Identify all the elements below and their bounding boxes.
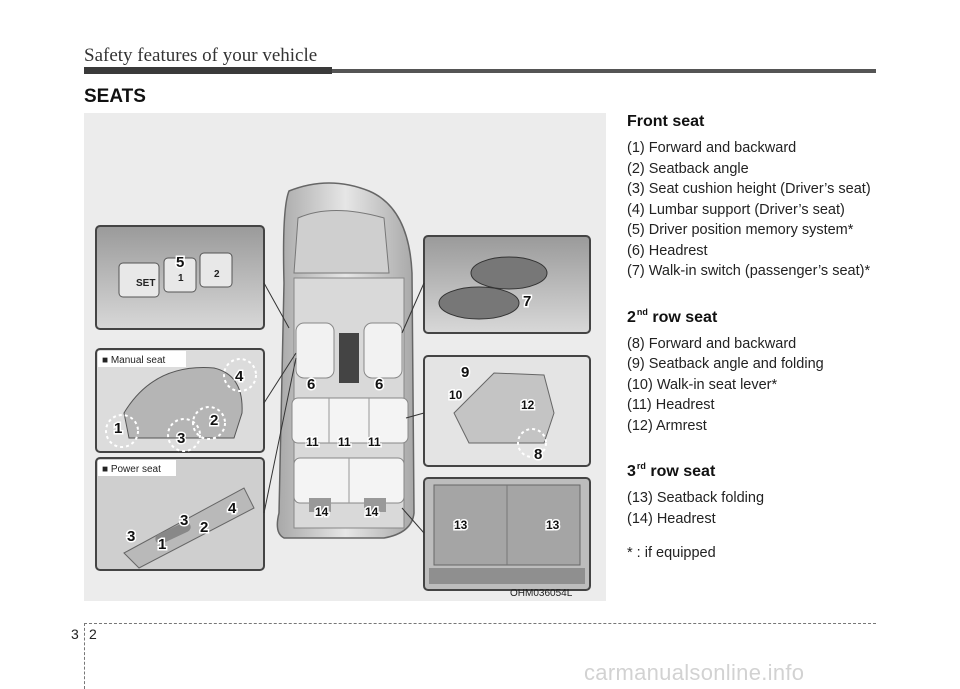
callout-5: 5 (176, 254, 184, 271)
seat-adjustments-list: Front seat (1) Forward and backward (2) … (627, 112, 927, 561)
car-top-view (276, 182, 415, 539)
list-item: (9) Seatback angle and folding (627, 356, 824, 372)
callout-12: 12 (521, 398, 535, 412)
power-seat-label: ■ Power seat (102, 464, 161, 475)
figure-code: OHM036054L (510, 588, 573, 599)
list-item: (3) Seat cushion height (Driver’s seat) (627, 181, 871, 197)
header-rule (84, 69, 876, 73)
callout-4-power: 4 (228, 500, 237, 517)
list-item: (10) Walk-in seat lever* (627, 376, 778, 393)
memory-2-label: 2 (214, 269, 220, 280)
watermark: carmanualsonline.info (584, 660, 805, 685)
seats-illustration: SET 1 2 ■ Manual seat ■ Power (84, 113, 606, 601)
power-seat-panel: ■ Power seat (95, 457, 265, 571)
second-row-heading: 2nd row seat (627, 302, 927, 328)
front-seat-items: (1) Forward and backward (2) Seatback an… (627, 138, 927, 282)
callout-11-c: 11 (368, 435, 381, 449)
third-row-items: (13) Seatback folding (14) Headrest (627, 488, 927, 529)
list-item: (12) Armrest (627, 417, 707, 434)
third-row-title: row seat (645, 463, 716, 480)
callout-13-b: 13 (546, 518, 560, 532)
memory-switch-panel: SET 1 2 (95, 225, 265, 330)
list-item: (2) Seatback angle (627, 160, 749, 177)
header-title: Safety features of your vehicle (84, 45, 318, 66)
callout-6-left: 6 (307, 376, 315, 393)
list-item: (4) Lumbar support (Driver’s seat) (627, 201, 845, 218)
second-row-number: 2 (627, 308, 636, 326)
list-item: (1) Forward and backward (627, 140, 797, 156)
footer-rule (84, 623, 876, 624)
list-item: (11) Headrest (627, 397, 715, 413)
list-item: (6) Headrest (627, 242, 708, 259)
list-item: (5) Driver position memory system* (627, 222, 854, 238)
header-rule-accent (84, 67, 332, 74)
list-item: (8) Forward and backward (627, 335, 797, 352)
callout-1-power: 1 (158, 536, 166, 553)
callout-3-power: 3 (180, 512, 188, 529)
footnote: * : if equipped (627, 545, 716, 561)
callout-4: 4 (235, 368, 244, 385)
callout-14-b: 14 (365, 505, 379, 519)
page-number: 2 (89, 626, 97, 642)
second-row-suffix: nd (636, 306, 648, 317)
callout-8: 8 (534, 446, 542, 463)
second-row-title: row seat (647, 308, 718, 326)
callout-11-b: 11 (338, 435, 351, 449)
list-item: (13) Seatback folding (627, 490, 765, 506)
second-row-seat-panel (423, 355, 591, 467)
set-label: SET (136, 278, 155, 289)
callout-3b-power: 3 (127, 528, 135, 545)
callout-7: 7 (523, 293, 531, 310)
manual-seat-panel: ■ Manual seat (95, 348, 265, 453)
walk-in-switch-panel (423, 235, 591, 334)
manual-seat-label: ■ Manual seat (102, 355, 166, 366)
callout-3: 3 (177, 430, 185, 447)
callout-11-a: 11 (306, 435, 319, 449)
callout-2: 2 (210, 412, 218, 429)
third-row-heading: 3rd row seat (627, 456, 927, 482)
callout-6-right: 6 (375, 376, 383, 393)
second-row-items: (8) Forward and backward (9) Seatback an… (627, 334, 927, 437)
section-title: SEATS (84, 86, 146, 107)
third-row-suffix: rd (636, 461, 646, 471)
seats-diagram: SET 1 2 ■ Manual seat ■ Power (95, 182, 591, 591)
callout-13-a: 13 (454, 518, 468, 532)
third-row-number: 3 (627, 463, 636, 480)
callout-1: 1 (114, 420, 122, 437)
cargo-area-panel (423, 477, 591, 591)
list-item: (7) Walk-in switch (passenger’s seat)* (627, 263, 871, 279)
callout-14-a: 14 (315, 505, 329, 519)
callout-9: 9 (461, 364, 469, 381)
memory-1-label: 1 (178, 273, 184, 284)
front-seat-heading: Front seat (627, 113, 705, 130)
callout-2-power: 2 (200, 519, 208, 536)
callout-10: 10 (449, 388, 463, 402)
footer-divider (84, 623, 85, 689)
chapter-number: 3 (71, 626, 79, 642)
list-item: (14) Headrest (627, 510, 716, 527)
